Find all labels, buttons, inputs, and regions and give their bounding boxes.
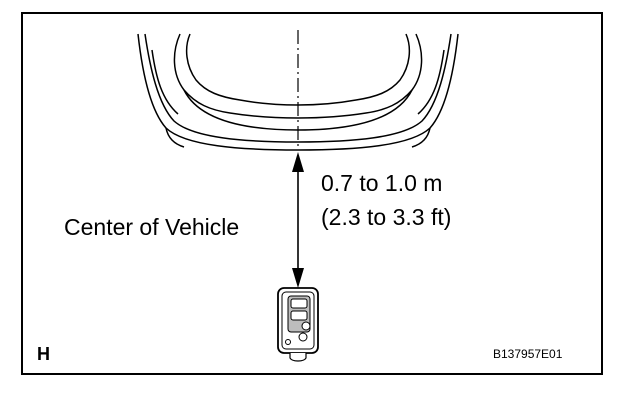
figure-frame (21, 12, 603, 375)
distance-metric-label: 0.7 to 1.0 m (321, 170, 443, 196)
figure-id: B137957E01 (493, 347, 563, 361)
key-fob-icon (277, 287, 319, 362)
vehicle-outline (137, 33, 459, 151)
distance-imperial-label: (2.3 to 3.3 ft) (321, 204, 452, 230)
distance-arrow (292, 152, 304, 288)
figure-letter: H (37, 344, 50, 364)
center-of-vehicle-label: Center of Vehicle (64, 214, 240, 240)
